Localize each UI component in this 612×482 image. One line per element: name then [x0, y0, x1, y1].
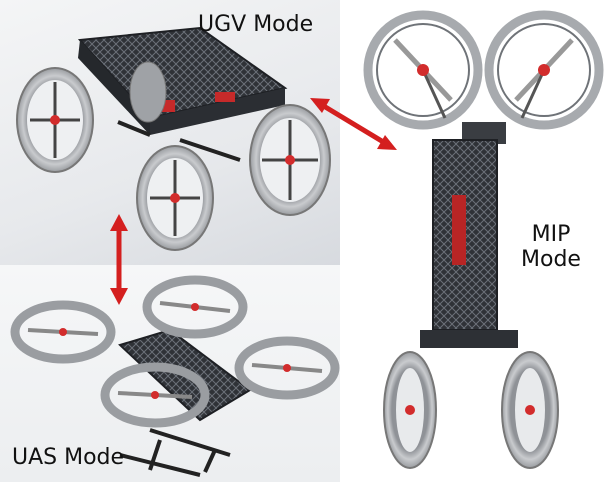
- uas-rotor-front: [100, 362, 210, 428]
- arrow-ugv-to-uas: [110, 214, 128, 305]
- uas-robot: [10, 275, 340, 477]
- mip-mode-label-line1: MIP: [531, 222, 571, 247]
- mip-axle: [420, 330, 518, 348]
- uas-mode-label: UAS Mode: [12, 445, 125, 470]
- mip-upper-mount: [462, 122, 506, 144]
- uas-rotor-right: [234, 336, 340, 400]
- mip-robot: [363, 10, 604, 469]
- mip-mode-label-line2: Mode: [521, 247, 581, 273]
- mip-wheel-left: [383, 351, 437, 469]
- ugv-robot: [16, 26, 331, 251]
- uas-rotor-top: [142, 275, 248, 339]
- uas-rotor-left: [10, 300, 116, 364]
- ugv-chassis-side: [78, 40, 150, 135]
- mip-rotor-left: [363, 10, 483, 130]
- mip-wheel-right: [501, 351, 559, 469]
- ugv-mode-label: UGV Mode: [198, 12, 314, 37]
- ugv-wheel-front-right: [136, 145, 214, 251]
- mip-rotor-right: [484, 10, 604, 130]
- ugv-wheel-rear-right: [249, 104, 331, 216]
- mip-battery: [452, 195, 466, 265]
- mip-mode-label: MIP Mode: [521, 222, 581, 273]
- ugv-wheel-front-left: [16, 67, 94, 173]
- ugv-wheel-rear-left: [129, 61, 167, 123]
- arrow-ugv-to-mip: [310, 98, 397, 150]
